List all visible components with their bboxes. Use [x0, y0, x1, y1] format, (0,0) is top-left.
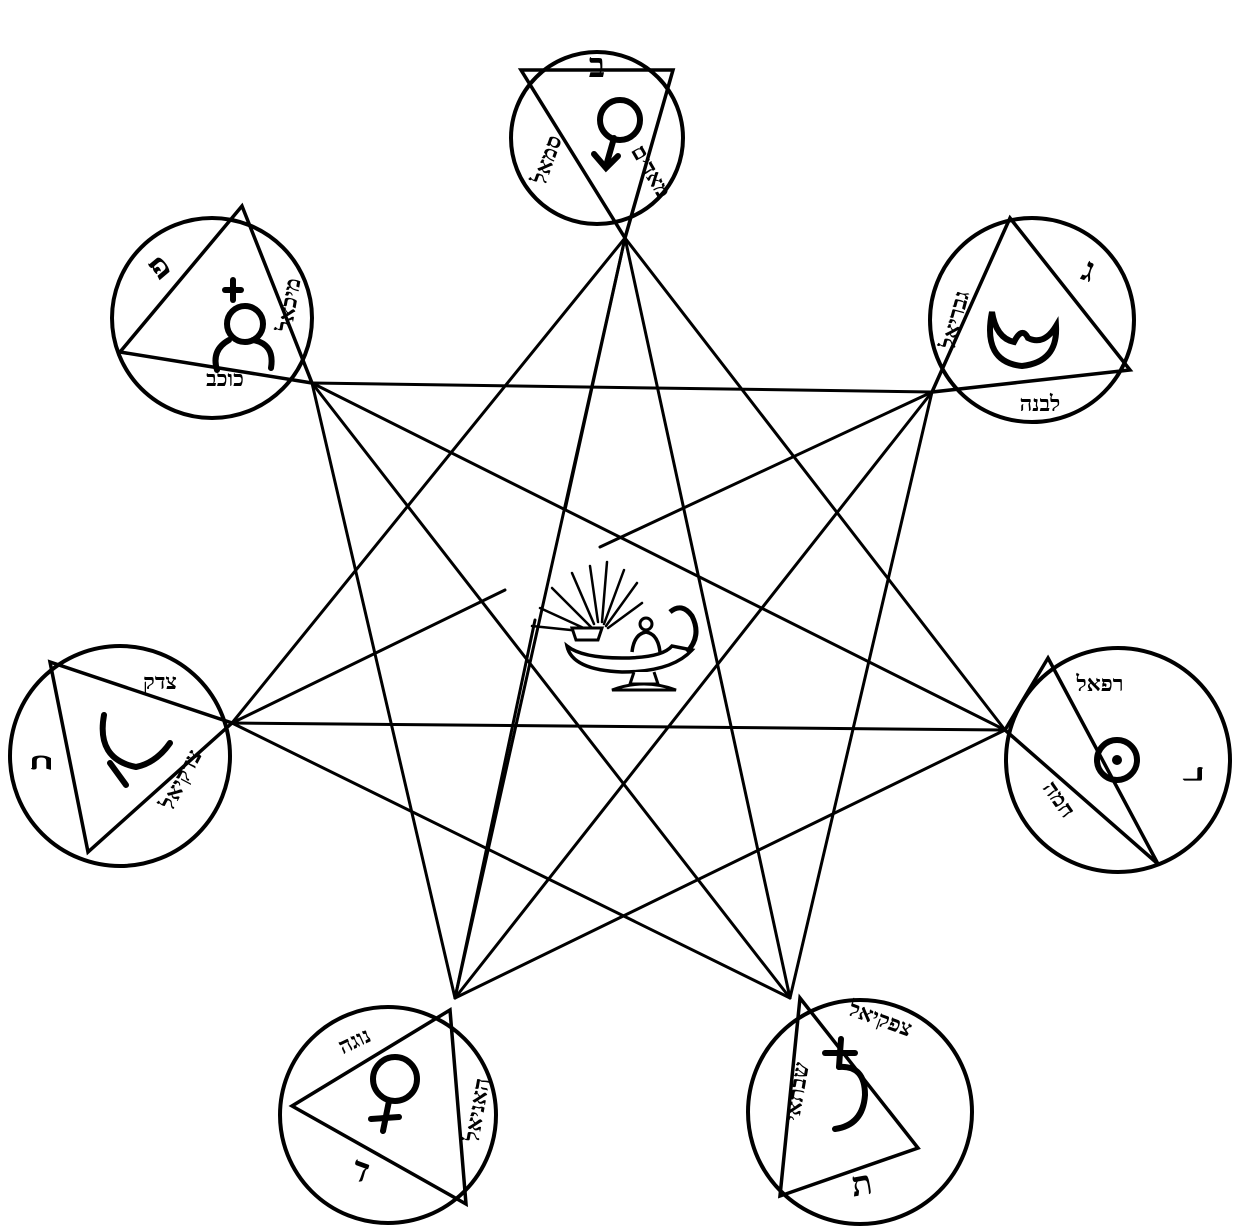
heptagram-line [232, 723, 1005, 730]
heptagram-line [232, 590, 505, 723]
seal-letter: ר [1174, 767, 1214, 784]
heptagram-line [600, 392, 932, 547]
seal-name: כוכב [206, 366, 244, 392]
seal-letter: ב [589, 46, 605, 86]
seal-name: צדק [143, 669, 177, 695]
heptagram-lines [232, 238, 1005, 998]
seal-letter: כ [20, 754, 60, 771]
heptagram-line [565, 238, 625, 510]
seal-name: רפאל [1075, 671, 1123, 697]
heptagram-line [232, 723, 790, 998]
heptagram-line [455, 730, 1005, 998]
oil-lamp-icon [532, 562, 696, 690]
heptagram-line [312, 383, 1005, 730]
heptagram-line [312, 383, 932, 392]
seal-name: לבנה [1020, 391, 1061, 417]
heptagram-line [455, 620, 535, 998]
